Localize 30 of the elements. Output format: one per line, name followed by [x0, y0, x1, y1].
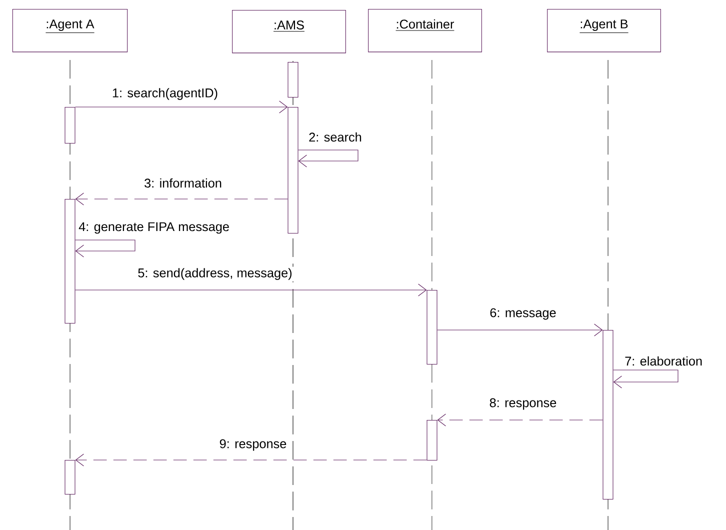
- object-box: :Agent B: [547, 9, 661, 52]
- edge-label: 1: search(agentID): [110, 86, 220, 102]
- activation-bar: [426, 420, 438, 461]
- message-arrow: [75, 240, 136, 258]
- activation-bar: [288, 62, 298, 98]
- object-box: :Agent A: [12, 9, 128, 52]
- message-arrow: [75, 284, 427, 296]
- edge-label: 4: generate FIPA message: [77, 221, 231, 235]
- message-arrow: [613, 370, 678, 388]
- edge-label: 2: search: [307, 131, 364, 143]
- edge-label: 9: response: [218, 438, 288, 452]
- activation-bar: [288, 107, 298, 234]
- edge-label: 7: elaboration: [623, 355, 704, 367]
- activation-bar: [64, 460, 76, 495]
- message-arrow: [75, 454, 427, 466]
- object-box: :AMS: [232, 10, 346, 54]
- edge-label: 6: message: [488, 306, 558, 322]
- activation-bar: [64, 107, 76, 144]
- message-arrow: [437, 414, 603, 426]
- edge-label: 5: send(address, message): [136, 266, 294, 282]
- message-arrow: [437, 324, 603, 336]
- edge-label: 8: response: [488, 396, 558, 412]
- message-arrow: [298, 150, 358, 168]
- object-box: :Container: [368, 9, 482, 52]
- activation-bar: [426, 290, 438, 365]
- activation-bar: [64, 198, 76, 324]
- message-arrow: [75, 192, 288, 206]
- message-arrow: [75, 100, 288, 114]
- activation-bar: [602, 330, 614, 500]
- edge-label: 3: information: [142, 177, 224, 189]
